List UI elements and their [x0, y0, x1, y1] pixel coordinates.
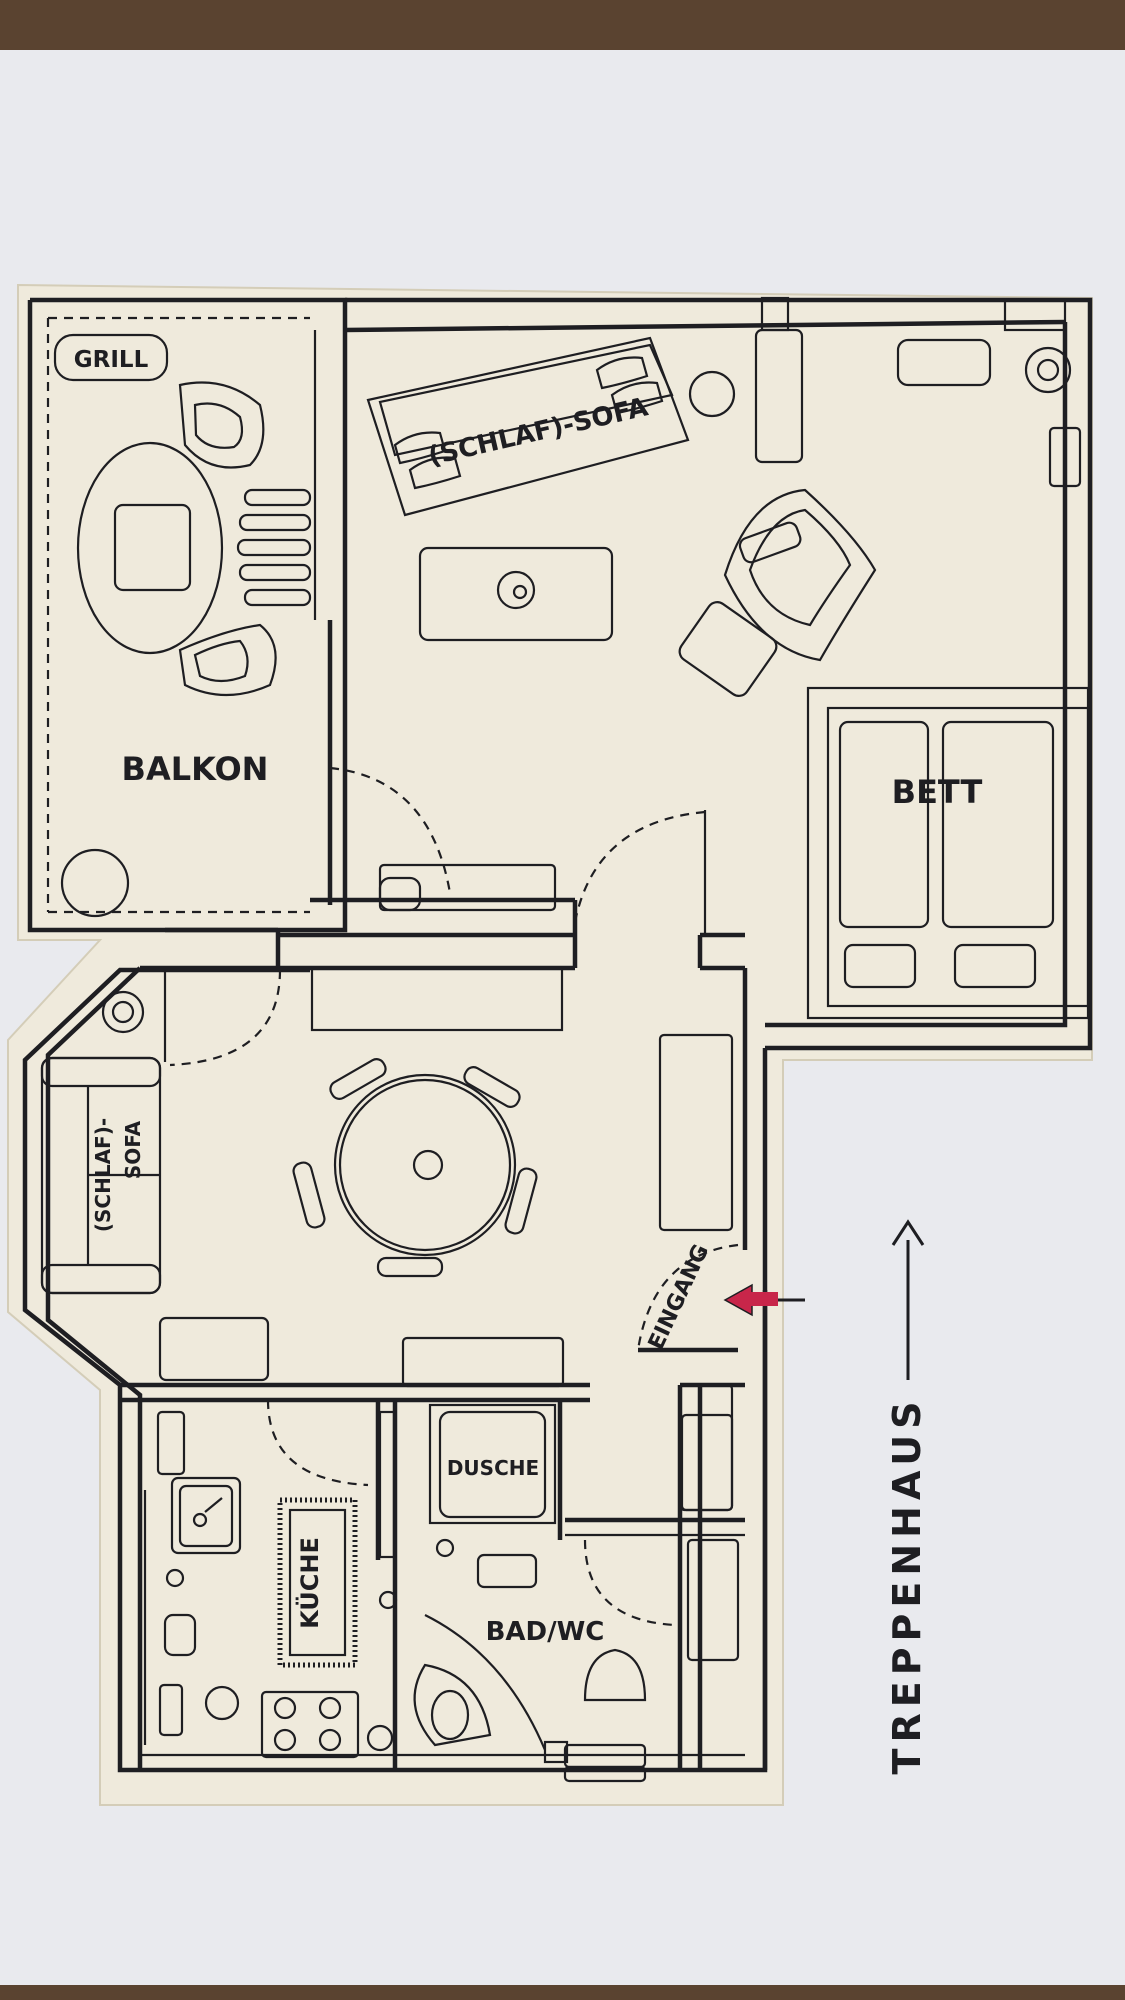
sofa-left-label-a: (SCHLAF)-	[91, 1118, 115, 1232]
bench-hall-mid	[401, 1336, 565, 1388]
kitchen-label: KÜCHE	[294, 1537, 324, 1629]
lamp-corner	[1024, 346, 1072, 394]
kitchen-rug: KÜCHE	[277, 1497, 358, 1668]
grill-label: GRILL	[74, 347, 149, 373]
armchair	[723, 488, 877, 662]
bath-label: BAD/WC	[486, 1617, 605, 1647]
kitchen-tall-cabinet	[156, 1410, 186, 1476]
bench-hall-left	[158, 1316, 270, 1382]
bed-label: BETT	[892, 773, 983, 811]
bath-shelf-upper	[680, 1413, 734, 1512]
sofa-left: (SCHLAF)- SOFA	[40, 1056, 162, 1295]
shower-label: DUSCHE	[447, 1456, 539, 1480]
kitchen-fridge	[378, 1410, 396, 1559]
bath-towel	[476, 1553, 538, 1589]
dining-table	[292, 1058, 538, 1278]
stairwell-label: TREPPENHAUS	[885, 1396, 929, 1775]
shower: DUSCHE	[428, 1403, 557, 1525]
coffee-table	[418, 546, 614, 642]
door-arc-living-right	[573, 810, 706, 923]
kitchen-sink	[170, 1476, 242, 1555]
cabinet-top	[754, 328, 804, 464]
entrance-door-arc	[636, 1243, 739, 1351]
staircase-arrow	[891, 1219, 925, 1380]
bed: BETT	[806, 686, 1090, 1020]
grill-box: GRILL	[53, 333, 169, 382]
bath-cabinet	[686, 1538, 740, 1662]
toilet	[563, 1648, 647, 1783]
balkon-table	[76, 381, 312, 697]
entrance-arrow	[723, 1283, 805, 1317]
plant-small	[688, 370, 736, 418]
balkon-plant	[60, 848, 130, 918]
balkon-label: BALKON	[122, 750, 269, 788]
door-arc-living-left	[329, 766, 452, 894]
kitchen-door-arc	[266, 1399, 369, 1487]
hall-plant	[101, 990, 145, 1034]
hall-shelf	[310, 966, 564, 1032]
sofa-left-label-b: SOFA	[121, 1120, 145, 1179]
stove	[260, 1690, 360, 1759]
hall-wardrobe	[658, 1033, 734, 1232]
bath-door-arc	[583, 1539, 676, 1627]
bath-sink	[413, 1663, 492, 1747]
door-arc-hall	[169, 969, 282, 1067]
side-shelf	[1048, 426, 1082, 488]
ottoman	[678, 601, 778, 697]
walls	[22, 296, 1093, 1773]
basket-top	[896, 338, 992, 387]
